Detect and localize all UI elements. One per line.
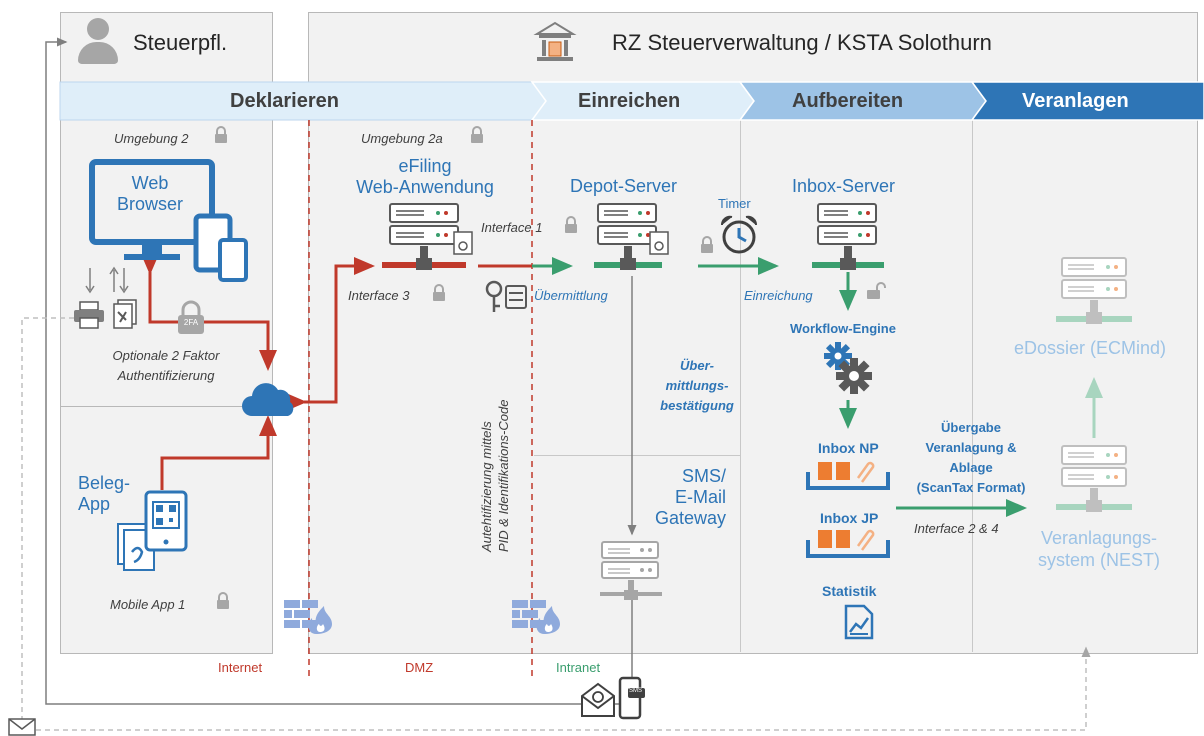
rz-title: RZ Steuerverwaltung / KSTA Solothurn: [612, 30, 992, 55]
sms-gateway-label: SMS/ E-Mail Gateway: [654, 466, 726, 528]
sms-gateway-server-icon: [592, 540, 672, 604]
optional-2fa-label: Optionale 2 Faktor Authentifizierung: [112, 348, 220, 383]
statistik-report-icon: [844, 604, 874, 640]
phase-deklarieren-label: Deklarieren: [230, 90, 339, 112]
interface24-label: Interface 2 & 4: [914, 521, 999, 536]
taxpayer-title: Steuerpfl.: [133, 30, 228, 55]
firewall-icon-internet: [282, 596, 338, 636]
nest-label: Veranlagungs- system (NEST): [1037, 528, 1160, 570]
umgebung2-lock-icon: [214, 126, 228, 144]
interface1-label: Interface 1: [481, 220, 543, 235]
depot-server-label: Depot-Server: [570, 176, 678, 196]
timer-label: Timer: [718, 196, 751, 211]
mobile-app-label: Mobile App 1: [110, 597, 186, 612]
interface3-lock-icon: [432, 284, 446, 302]
document-stack-icon: [112, 298, 138, 330]
edossier-label: eDossier (ECMind): [1014, 338, 1167, 358]
phase-aufbereiten-label: Aufbereiten: [792, 90, 904, 112]
web-browser-monitor-icon: [88, 158, 258, 282]
umgebung2a-label: Umgebung 2a: [361, 131, 443, 146]
taxpayer-avatar-icon: [78, 18, 118, 66]
interface1-lock-icon: [564, 216, 578, 234]
mobile-qr-app-icon: [112, 490, 192, 580]
mobile-app-lock-icon: [216, 592, 230, 610]
printer-icon: [72, 300, 106, 330]
sms-phone-icon: [618, 676, 646, 720]
einreichung-label: Einreichung: [744, 288, 813, 303]
umgebung2a-lock-icon: [470, 126, 484, 144]
beleg-app-label: Beleg- App: [78, 473, 131, 514]
efiling-label: eFiling Web-Anwendung: [356, 156, 494, 197]
firewall-icon-dmz: [510, 596, 566, 636]
two-factor-lock-icon: [176, 300, 206, 336]
uebermittlungsbestaetigung-label: Über- mittlungs- bestätigung: [660, 358, 734, 413]
download-arrows-icon: [84, 266, 134, 296]
statistik-label: Statistik: [822, 583, 877, 599]
cloud-icon: [240, 378, 300, 420]
phase-einreichen-label: Einreichen: [578, 90, 681, 112]
inbox-np-label: Inbox NP: [818, 440, 879, 456]
edossier-server-icon: [1050, 256, 1140, 332]
zone-intranet-label: Intranet: [556, 660, 601, 675]
alarm-clock-icon: [718, 213, 760, 257]
inbox-jp-label: Inbox JP: [820, 510, 879, 526]
zone-internet-label: Internet: [218, 660, 263, 675]
inbox-np-tray-icon: [806, 458, 890, 494]
workflow-engine-label: Workflow-Engine: [790, 321, 896, 336]
web-browser-label: Web Browser: [116, 173, 183, 214]
interface3-label: Interface 3: [348, 288, 410, 303]
veranlagen-divider: [972, 118, 973, 652]
mail-icon-bottom-left: [8, 718, 38, 736]
uebermittlung-label: Übermittlung: [534, 288, 608, 303]
uebergabe-label: Übergabe Veranlagung & Ablage (ScanTax F…: [916, 420, 1026, 495]
gears-icon: [822, 340, 874, 394]
einreichen-divider: [740, 118, 741, 652]
depot-server-icon: [584, 202, 684, 274]
nest-server-icon: [1050, 444, 1140, 520]
government-building-icon: [533, 20, 577, 64]
inbox-jp-tray-icon: [806, 526, 890, 562]
key-card-icon: [484, 280, 528, 314]
intranet-divider: [534, 455, 740, 456]
unlock-icon: [866, 282, 886, 300]
phase-veranlagen-label: Veranlagen: [1022, 90, 1129, 112]
zone-dmz-label: DMZ: [405, 660, 434, 675]
auth-code-label: Autehtifizierung mittels PID & Identifik…: [479, 399, 511, 552]
inbox-server-icon: [804, 202, 894, 274]
two-factor-badge-text: 2FA: [183, 318, 199, 327]
sms-badge-text: SMS: [629, 688, 643, 694]
efiling-server-icon: [376, 202, 476, 274]
inbox-server-label: Inbox-Server: [792, 176, 896, 196]
depot-lock-icon: [700, 236, 714, 254]
email-envelope-icon: [580, 682, 616, 718]
umgebung2-label: Umgebung 2: [114, 131, 189, 146]
